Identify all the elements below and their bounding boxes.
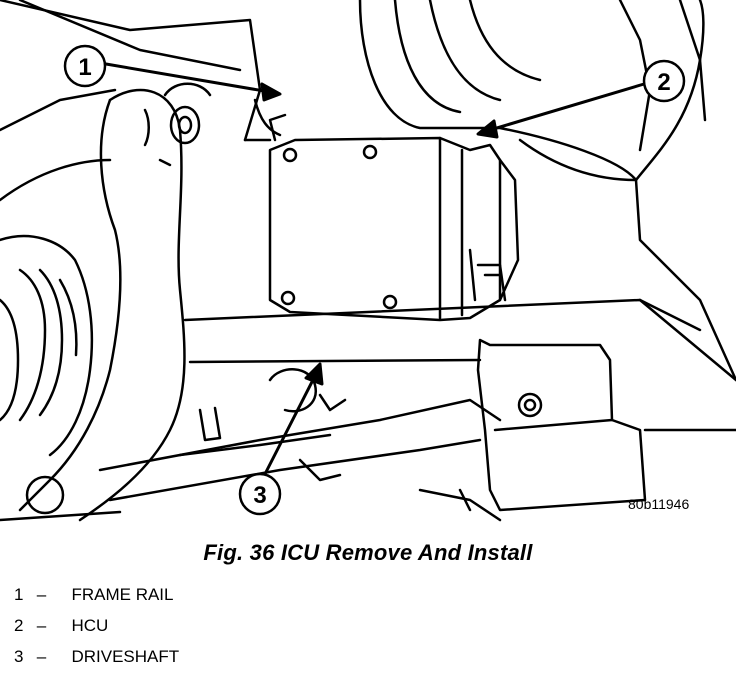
legend-item: 2 – HCU [14, 615, 179, 646]
callout-2: 2 [642, 59, 686, 103]
legend-label: DRIVESHAFT [71, 647, 180, 666]
legend-label: FRAME RAIL [71, 585, 174, 604]
figure-code: 80b11946 [628, 496, 690, 512]
legend-dash: – [36, 647, 47, 666]
legend-label: HCU [71, 616, 109, 635]
crossmember-drawing [183, 298, 736, 382]
legend-item: 1 – FRAME RAIL [14, 584, 179, 615]
callout-number-1: 1 [78, 54, 91, 81]
callout-number-3: 3 [253, 482, 266, 509]
driveshaft-drawing [0, 368, 502, 522]
hcu-drawing [268, 113, 520, 322]
bracket-drawing [458, 338, 736, 512]
tire-drawing [358, 0, 736, 382]
boot-drawing [0, 234, 94, 457]
legend-number: 3 [14, 647, 24, 666]
callout-number-2: 2 [657, 69, 670, 96]
legend-number: 2 [14, 616, 24, 635]
callout-leaders [104, 62, 646, 478]
legend-dash: – [36, 616, 47, 635]
legend-dash: – [36, 585, 47, 604]
legend-number: 1 [14, 585, 24, 604]
callout-1: 1 [63, 44, 107, 88]
legend: 1 – FRAME RAIL 2 – HCU 3 – DRIVESHAFT [14, 584, 179, 677]
callout-3: 3 [238, 472, 282, 516]
line-drawing: 1 2 3 [0, 0, 736, 522]
legend-item: 3 – DRIVESHAFT [14, 646, 179, 677]
frame-rail-drawing [18, 82, 212, 522]
upper-structure [0, 0, 282, 202]
figure-caption: Fig. 36 ICU Remove And Install [203, 540, 533, 565]
